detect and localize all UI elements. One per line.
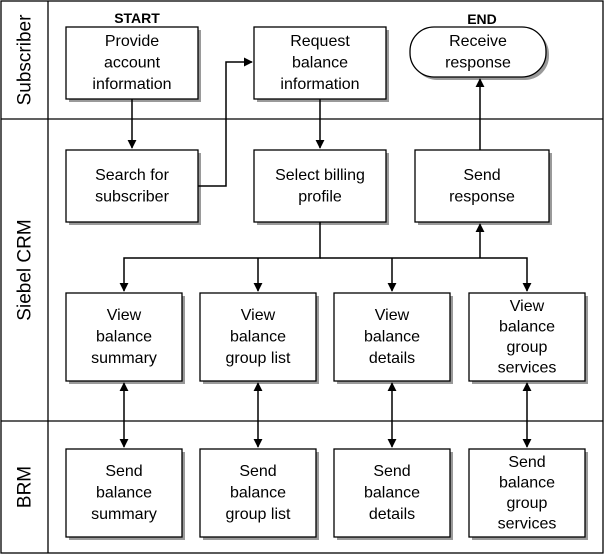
box-label-line: details	[369, 506, 415, 523]
box-label-line: balance	[499, 474, 555, 491]
request-balance-information-box: Request balance information	[253, 26, 389, 102]
box-label-line: View	[107, 307, 142, 324]
edge-select-branch	[119, 222, 321, 292]
box-label-line: Send	[239, 463, 276, 480]
box-label-line: group	[507, 495, 548, 512]
view-balance-group-list-box: View balance group list	[199, 292, 319, 384]
box-label-line: profile	[298, 188, 342, 205]
box-outline	[253, 26, 387, 100]
box-label-line: response	[449, 188, 515, 205]
edge-branch-to-services	[320, 257, 532, 292]
box-label: Send balance summary	[91, 463, 157, 523]
lane-label-subscriber: Subscriber	[15, 14, 36, 105]
box-outline	[65, 149, 199, 223]
send-balance-summary-box: Send balance summary	[65, 448, 185, 540]
edges-layer	[119, 57, 532, 448]
box-label: View balance group list	[226, 307, 291, 367]
nodes-layer: Provide account information Request balance i…	[65, 26, 588, 540]
box-label-line: response	[445, 54, 511, 71]
send-balance-group-list-box: Send balance group list	[199, 448, 319, 540]
box-label: Provide account information	[92, 33, 171, 93]
box-label-line: balance	[364, 329, 420, 346]
start-marker: START	[114, 10, 160, 26]
box-label-line: information	[280, 76, 359, 93]
box-label-line: balance	[96, 485, 152, 502]
box-label: Search for subscriber	[95, 167, 169, 206]
box-outline	[65, 448, 183, 538]
box-label-line: summary	[91, 506, 157, 523]
box-outline	[468, 292, 586, 382]
box-label-line: Send	[373, 463, 410, 480]
view-balance-summary-box: View balance summary	[65, 292, 185, 384]
box-label-line: summary	[91, 350, 157, 367]
box-outline	[199, 448, 317, 538]
view-balance-group-services-box: View balance group services	[468, 292, 588, 384]
select-billing-profile-box: Select billing profile	[253, 149, 389, 225]
box-label-line: account	[104, 55, 161, 72]
box-label-line: balance	[96, 329, 152, 346]
box-label-line: Search for	[95, 167, 169, 184]
send-balance-group-services-box: Send balance group services	[468, 448, 588, 540]
box-label-line: information	[92, 76, 171, 93]
box-label-line: balance	[230, 485, 286, 502]
box-outline	[253, 149, 387, 223]
box-label-line: Send	[463, 167, 500, 184]
box-label-line: services	[498, 359, 557, 376]
box-label-line: group list	[226, 506, 291, 523]
box-label-line: balance	[499, 318, 555, 335]
box-label-line: Receive	[449, 33, 507, 50]
box-label-line: group list	[226, 350, 291, 367]
provide-account-information-box: Provide account information	[65, 26, 201, 102]
box-label-line: Provide	[105, 33, 159, 50]
lane-label-siebel-crm: Siebel CRM	[15, 219, 36, 320]
box-label: Send balance group services	[498, 454, 557, 533]
box-label-line: balance	[364, 485, 420, 502]
box-label: View balance details	[364, 307, 420, 367]
box-outline	[414, 149, 550, 223]
box-label-line: details	[369, 350, 415, 367]
box-label-line: View	[241, 307, 276, 324]
box-label: View balance summary	[91, 307, 157, 367]
send-balance-details-box: Send balance details	[333, 448, 453, 540]
send-response-box: Send response	[414, 149, 552, 225]
box-label: Request balance information	[280, 33, 359, 93]
box-outline	[468, 448, 586, 538]
receive-response-box: Receive response	[409, 26, 549, 80]
box-outline	[409, 26, 547, 78]
lane-label-brm: BRM	[15, 466, 36, 508]
end-marker: END	[467, 11, 497, 27]
box-outline	[333, 292, 451, 382]
box-label-line: Request	[290, 33, 350, 50]
box-label-line: View	[375, 307, 410, 324]
box-label-line: services	[498, 515, 557, 532]
box-outline	[65, 292, 183, 382]
box-label-line: group	[507, 339, 548, 356]
box-label-line: Select billing	[275, 167, 365, 184]
box-label: Select billing profile	[275, 167, 365, 206]
box-label: Send balance details	[364, 463, 420, 523]
edge-search-to-request	[198, 57, 253, 187]
box-label-line: balance	[292, 55, 348, 72]
box-label-line: Send	[508, 454, 545, 471]
box-label: View balance group services	[498, 298, 557, 377]
box-label-line: Send	[105, 463, 142, 480]
box-label: Receive response	[445, 33, 511, 72]
search-for-subscriber-box: Search for subscriber	[65, 149, 201, 225]
box-outline	[199, 292, 317, 382]
box-label-line: balance	[230, 329, 286, 346]
box-label: Send balance group list	[226, 463, 291, 523]
box-label-line: View	[510, 298, 545, 315]
box-label-line: subscriber	[95, 188, 169, 205]
box-outline	[65, 26, 199, 100]
box-label: Send response	[449, 167, 515, 206]
view-balance-details-box: View balance details	[333, 292, 453, 384]
box-outline	[333, 448, 451, 538]
